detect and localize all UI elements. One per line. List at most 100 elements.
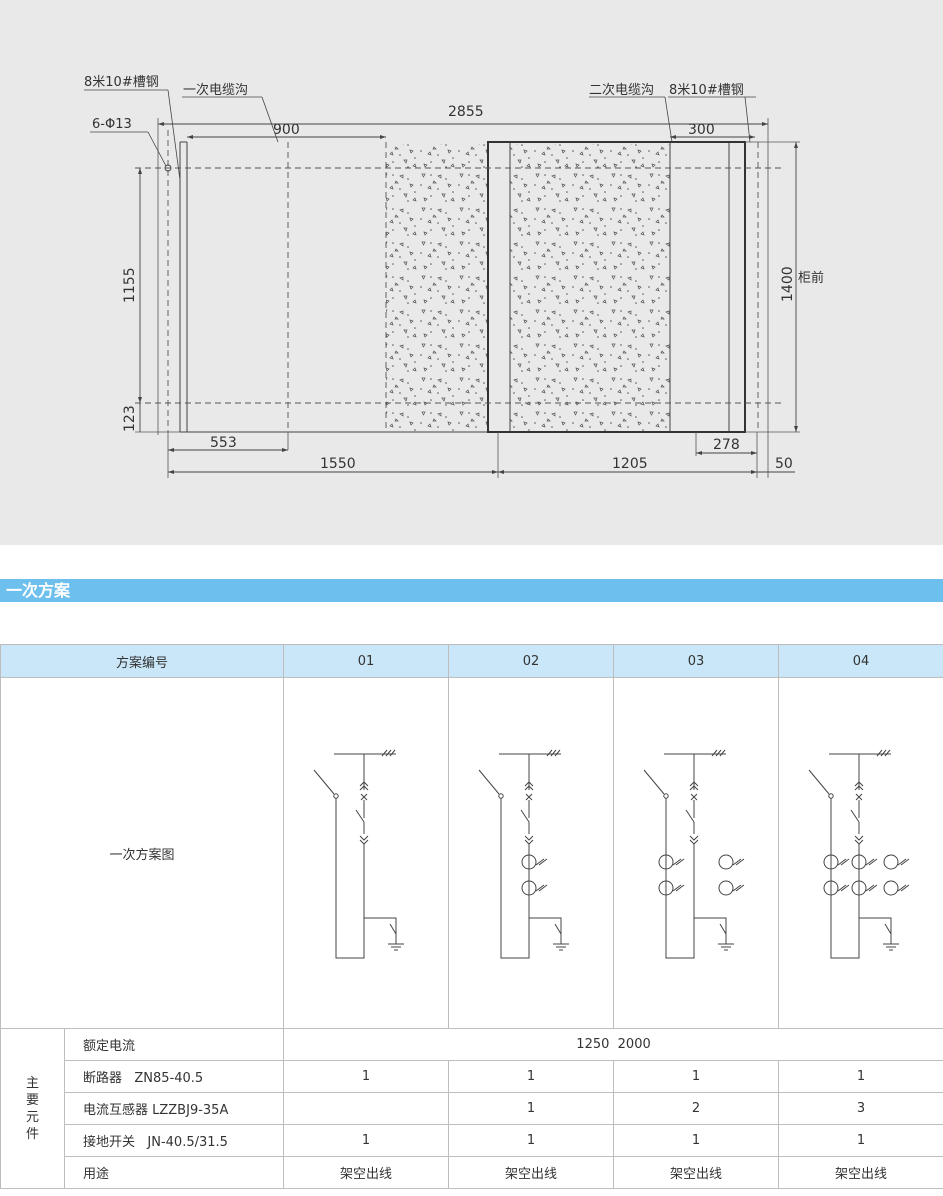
isolator-pivot [498,793,504,799]
ct-mark-1-1 [732,884,745,892]
busbar-mark [876,749,891,757]
layout-svg: 8米10#槽钢 一次电缆沟 6-Φ13 二次电缆沟 8米10#槽钢 柜前 285… [84,75,824,478]
switch-qty-01: 1 [283,1124,450,1157]
dim-total-width: 2855 [448,104,484,120]
plug-contact-upper [524,781,534,791]
ct-mark-0-1 [535,884,548,892]
ct-mark-2-0 [897,858,910,866]
breaker-contact [685,809,695,823]
earthing-switch-blade [389,923,397,935]
label-steel-left: 8米10#槽钢 [84,75,159,90]
ct-coil-0-0 [823,854,839,870]
header-scheme-04: 04 [778,644,943,678]
plug-contact-lower [689,835,699,845]
ct-coil-0-1 [658,880,674,896]
breaker-mark [525,793,533,801]
rated-current-row: 主 要 元 件 额定电流 1250 2000 [0,1028,943,1189]
ct-row: 电流互感器 LZZBJ9-35A 1 2 3 [1,1092,943,1125]
isolator-blade [313,769,335,795]
switch-qty-02: 1 [448,1124,615,1157]
ct-coil-2-0 [883,854,899,870]
earthing-switch-row: 接地开关 JN-40.5/31.5 1 1 1 1 [1,1124,943,1157]
switch-qty-03: 1 [613,1124,780,1157]
isolator-blade [643,769,665,795]
ct-mark-0-1 [837,884,850,892]
label-primary-trench: 一次电缆沟 [183,82,248,98]
plug-contact-lower [854,835,864,845]
ct-mark-0-0 [672,858,685,866]
main-components-label: 主 要 元 件 [0,1028,65,1189]
label-steel-right: 8米10#槽钢 [669,83,744,98]
earthing-switch-blade [884,923,892,935]
single-line-diagram-04 [808,749,910,959]
breaker-qty-01: 1 [283,1060,450,1093]
dim-right-offset: 278 [713,437,740,453]
isolator-pivot [828,793,834,799]
label-holes: 6-Φ13 [92,117,132,132]
busbar-mark [546,749,561,757]
dim-depth-inner: 1155 [122,267,138,303]
ct-mark-0-0 [535,858,548,866]
usage-02: 架空出线 [448,1156,615,1189]
label-front: 柜前 [798,270,824,286]
breaker-contact [850,809,860,823]
breaker-contact [355,809,365,823]
concrete-fill-left [386,144,488,432]
usage-label: 用途 [63,1156,285,1189]
isolator-blade [808,769,830,795]
earthing-switch-blade [719,923,727,935]
ct-qty-03: 2 [613,1092,780,1125]
bypass-line [665,798,695,959]
dim-edge: 50 [775,456,793,472]
header-scheme-number: 方案编号 [0,644,285,678]
section-title: 一次方案 [6,581,71,600]
outgoing-loop [363,844,397,944]
ct-mark-1-1 [865,884,878,892]
isolator-pivot [333,793,339,799]
section-header-bar: 一次方案 [0,579,943,602]
header-scheme-01: 01 [283,644,450,678]
earthing-switch-label: 接地开关 JN-40.5/31.5 [63,1124,285,1157]
diagram-cell-04 [778,677,943,1029]
isolator-pivot [663,793,669,799]
breaker-label: 断路器 ZN85-40.5 [63,1060,285,1093]
usage-04: 架空出线 [778,1156,943,1189]
ct-mark-0-0 [837,858,850,866]
plug-contact-upper [689,781,699,791]
bypass-line [335,798,365,959]
diagram-label: 一次方案图 [0,677,285,1029]
ct-coil-1-0 [851,854,867,870]
bypass-line [830,798,860,959]
outgoing-loop [528,844,562,944]
dim-depth-total: 1400 [780,266,796,302]
usage-row: 用途 架空出线 架空出线 架空出线 架空出线 [1,1156,943,1189]
concrete-fill-right [510,144,670,432]
diagram-cell-02 [448,677,615,1029]
header-scheme-02: 02 [448,644,615,678]
ct-mark-1-0 [865,858,878,866]
plug-contact-lower [524,835,534,845]
breaker-qty-03: 1 [613,1060,780,1093]
dim-left-span: 1550 [320,456,356,472]
dim-bottom-offset: 123 [122,405,138,432]
ct-coil-1-1 [851,880,867,896]
single-line-diagram-01 [313,749,405,959]
breaker-mark [690,793,698,801]
busbar-mark [711,749,726,757]
breaker-mark [360,793,368,801]
ct-qty-01 [283,1092,450,1125]
bypass-line [500,798,530,959]
ct-mark-0-1 [672,884,685,892]
breaker-contact [520,809,530,823]
header-scheme-03: 03 [613,644,780,678]
diagram-cell-01 [283,677,450,1029]
plug-contact-upper [359,781,369,791]
ct-coil-0-0 [658,854,674,870]
ct-mark-2-1 [897,884,910,892]
breaker-row: 断路器 ZN85-40.5 1 1 1 1 [1,1060,943,1093]
floor-layout-drawing: 8米10#槽钢 一次电缆沟 6-Φ13 二次电缆沟 8米10#槽钢 柜前 285… [0,0,943,545]
scheme-table: 方案编号 01 02 03 04 一次方案图 主 要 元 件 额定电流 1250… [0,644,943,1189]
ct-qty-02: 1 [448,1092,615,1125]
ct-label: 电流互感器 LZZBJ9-35A [63,1092,285,1125]
switch-qty-04: 1 [778,1124,943,1157]
